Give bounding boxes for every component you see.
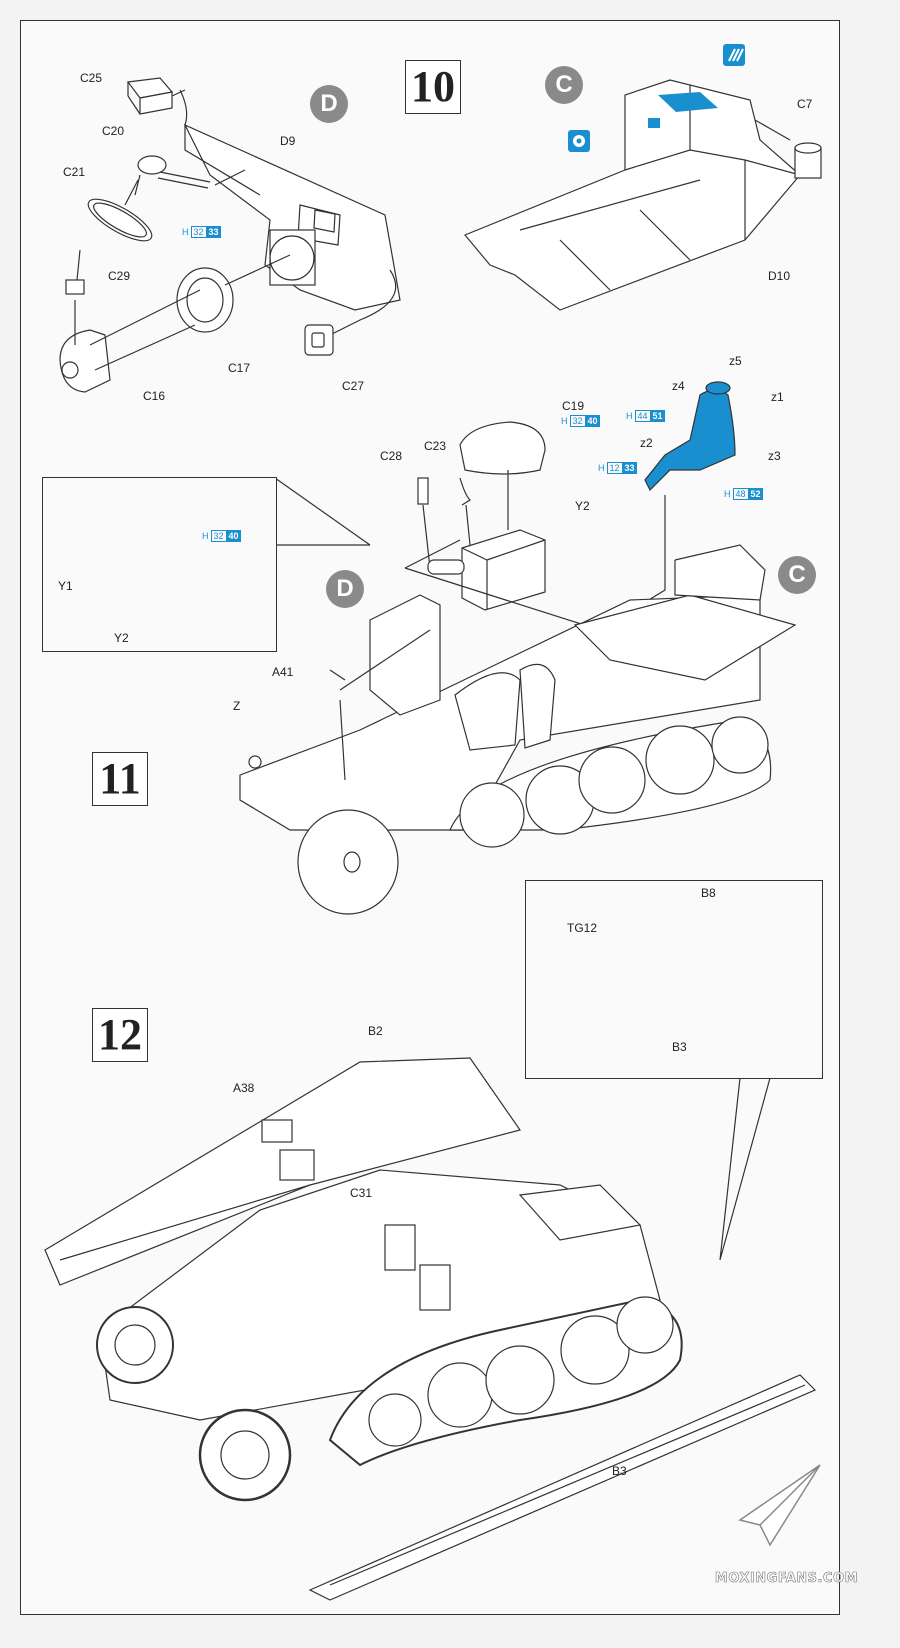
part-label: Y2 (575, 499, 590, 513)
part-label: C25 (80, 71, 103, 85)
part-label: B8 (701, 886, 716, 900)
part-label: C31 (350, 1186, 373, 1200)
inset-step11-detail (42, 477, 277, 652)
part-label: z3 (768, 449, 781, 463)
part-label: C27 (342, 379, 365, 393)
highlight-part (658, 92, 718, 112)
part-label: Z (233, 699, 241, 713)
part-label: D10 (768, 269, 791, 283)
step11-assembly (239, 381, 797, 915)
part-label: A41 (272, 665, 294, 679)
paint-stripes-icon (723, 44, 745, 66)
part-label: C21 (63, 165, 86, 179)
highlight-marker (648, 118, 660, 128)
part-label: z4 (672, 379, 685, 393)
part-label: D9 (280, 134, 296, 148)
part-label: B3 (672, 1040, 687, 1054)
floor-plate-assembly (464, 79, 822, 311)
part-label: Y1 (58, 579, 73, 593)
part-label: C23 (424, 439, 447, 453)
part-label: z1 (771, 390, 784, 404)
sprue-c-mid: C (778, 556, 816, 594)
step-11-number: 11 (92, 752, 148, 806)
part-label: C17 (228, 361, 251, 375)
sprue-d-top: D (310, 85, 348, 123)
inset-step12-detail (525, 880, 823, 1079)
step-10-number: 10 (405, 60, 461, 114)
part-label: C16 (143, 389, 166, 403)
part-label: C20 (102, 124, 125, 138)
sprue-c-top: C (545, 66, 583, 104)
cement-point-icon (568, 130, 590, 152)
part-label: z5 (729, 354, 742, 368)
part-label: C19 (562, 399, 585, 413)
sprue-d-mid: D (326, 570, 364, 608)
part-label: TG12 (567, 921, 598, 935)
part-label: A38 (233, 1081, 255, 1095)
watermark-plane-icon (738, 1464, 821, 1547)
step12-assembly (44, 1057, 817, 1601)
part-label: B2 (368, 1024, 383, 1038)
part-label: C29 (108, 269, 131, 283)
watermark-text: MOXINGFANS.COM (714, 1571, 858, 1587)
step-12-number: 12 (92, 1008, 148, 1062)
part-label: C7 (797, 97, 813, 111)
part-label: z2 (640, 436, 653, 450)
part-label: C28 (380, 449, 403, 463)
part-label: Y2 (114, 631, 129, 645)
part-label: B3 (612, 1464, 627, 1478)
dashboard-assembly (59, 77, 401, 393)
